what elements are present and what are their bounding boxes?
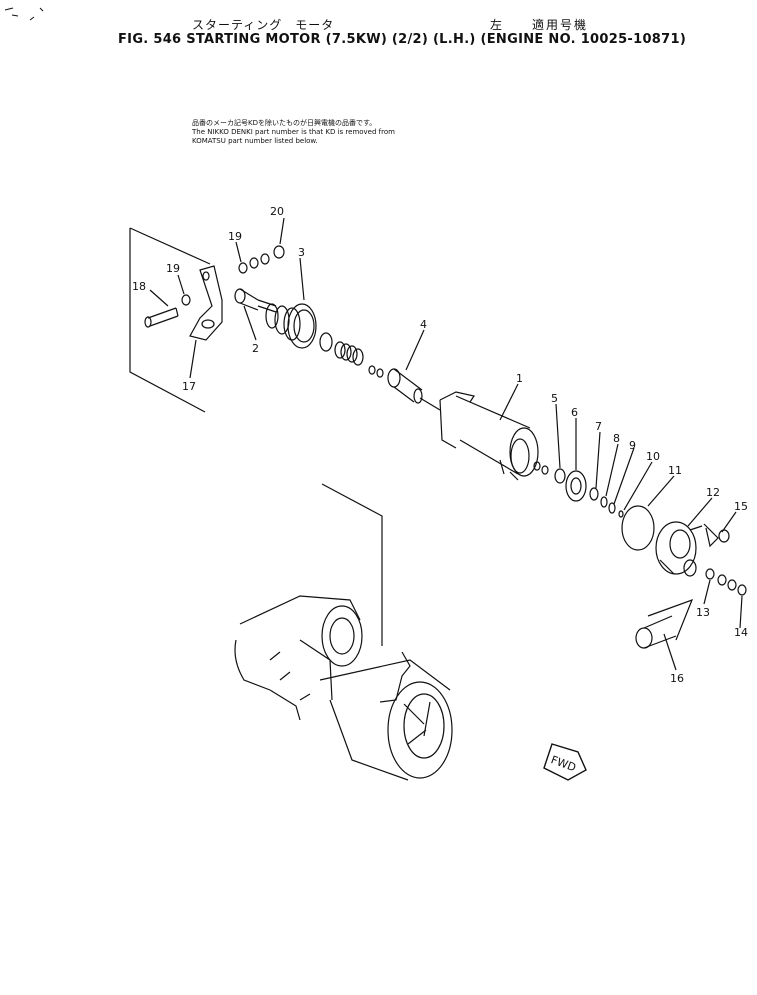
callout-7: 7 [595,420,602,433]
callout-17: 17 [182,380,196,393]
assembled-starting-motor [234,595,453,781]
callout-3: 3 [298,246,305,259]
part-17-bracket [189,265,223,341]
callout-19-upper: 19 [228,230,242,243]
callout-12: 12 [706,486,720,499]
part-4-plunger [387,368,441,411]
part-12-cover [655,521,703,577]
part-3-boot [265,303,317,349]
callout-6: 6 [571,406,578,419]
part-20-nut [273,245,285,259]
figure-title: FIG. 546 STARTING MOTOR (7.5KW) (2/2) (L… [118,32,687,47]
callout-14: 14 [734,626,748,639]
part-19-washer-upper [238,262,248,274]
note-line-japanese: 品番のメーカ記号KDを除いたものが日興電機の品番です。 [192,119,377,127]
callout-20: 20 [270,205,284,218]
part-2-bushing [234,288,277,313]
note-line-english-2: KOMATSU part number listed below. [192,137,318,145]
callout-11: 11 [668,464,682,477]
callout-8: 8 [613,432,620,445]
part-1-housing [439,391,539,481]
callout-18: 18 [132,280,146,293]
callout-4: 4 [420,318,427,331]
callout-16: 16 [670,672,684,685]
callout-13: 13 [696,606,710,619]
part-11-o-ring [621,505,655,551]
part-19-washer-left [181,294,191,306]
small-parts-stack [533,461,624,518]
japanese-title: スターティング モータ [192,18,335,32]
fwd-label: FWD [549,753,578,774]
note-line-english-1: The NIKKO DENKI part number is that KD i… [192,128,395,136]
japanese-applicability: 左 適用号機 [490,18,589,32]
callout-15: 15 [734,500,748,513]
callout-19-left: 19 [166,262,180,275]
callout-labels: 1 2 3 4 5 6 7 8 9 10 11 12 13 14 15 16 1… [132,205,748,685]
callout-5: 5 [551,392,558,405]
callout-9: 9 [629,439,636,452]
plunger-spring [319,332,384,378]
part-18-bolt [144,307,179,328]
callout-1: 1 [516,372,523,385]
frame-line-left [129,228,206,413]
part-16-terminal-boot [635,598,694,649]
fwd-arrow: FWD [543,743,587,781]
callout-2: 2 [252,342,259,355]
callout-10: 10 [646,450,660,463]
